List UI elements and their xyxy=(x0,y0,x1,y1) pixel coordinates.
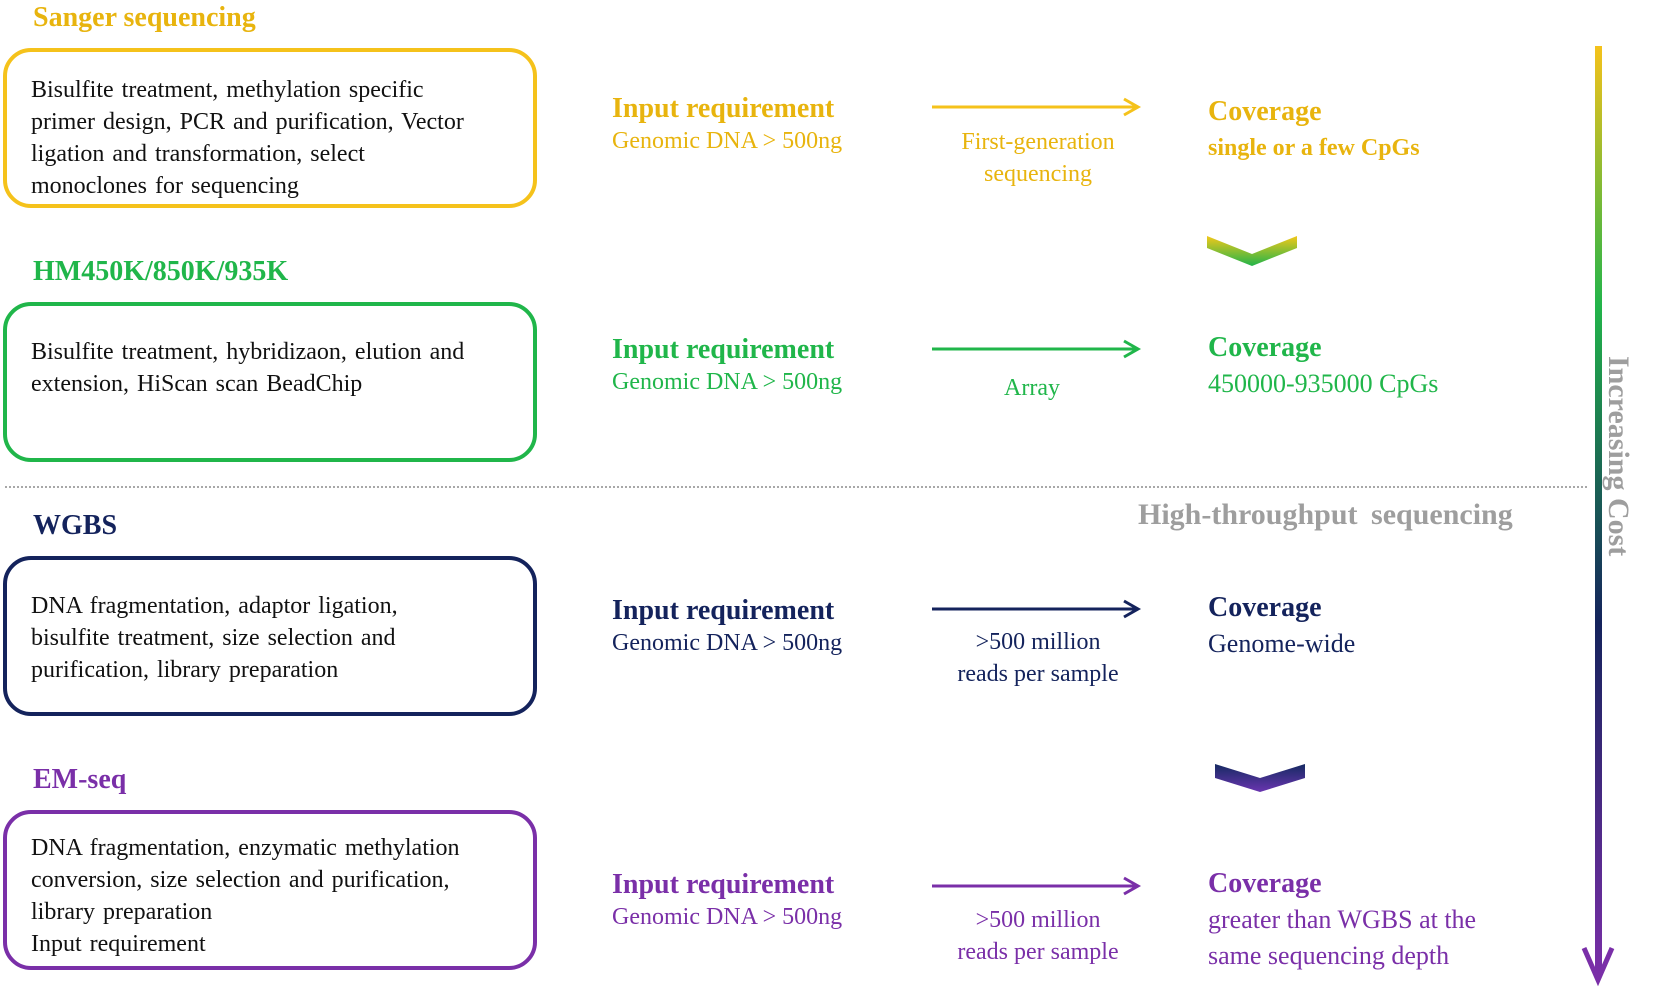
input-value: Genomic DNA > 500ng xyxy=(612,630,843,656)
input-title: Input requirement xyxy=(612,93,835,124)
coverage-emseq: Coverage greater than WGBS at the same s… xyxy=(1208,866,1476,974)
box-line: ligation and transformation, select xyxy=(31,141,365,167)
arrow-right-icon xyxy=(932,339,1142,359)
coverage-value: single or a few CpGs xyxy=(1208,135,1420,161)
coverage-sanger: Coverage single or a few CpGs xyxy=(1208,94,1420,166)
input-requirement-wgbs: Input requirement Genomic DNA > 500ng xyxy=(612,594,842,658)
coverage-title: Coverage xyxy=(1208,332,1322,363)
chevron-down-icon xyxy=(1207,236,1297,266)
input-requirement-emseq: Input requirement Genomic DNA > 500ng xyxy=(612,868,842,932)
input-requirement-sanger: Input requirement Genomic DNA > 500ng xyxy=(612,92,842,156)
increasing-cost-label: Increasing Cost xyxy=(1602,356,1635,557)
section-divider xyxy=(5,486,1587,488)
section-title-emseq: EM-seq xyxy=(33,764,127,795)
coverage-value: 450000-935000 CpGs xyxy=(1208,369,1439,398)
arrow-label-array: Array xyxy=(912,372,1152,404)
coverage-title: Coverage xyxy=(1208,96,1322,127)
input-requirement-array: Input requirement Genomic DNA > 500ng xyxy=(612,333,842,397)
high-throughput-label: High-throughput sequencing xyxy=(1138,498,1513,531)
box-line: conversion, size selection and purificat… xyxy=(31,867,450,893)
method-box-emseq: DNA fragmentation, enzymatic methylation… xyxy=(3,810,537,970)
box-line: extension, HiScan scan BeadChip xyxy=(31,371,363,397)
box-line: Input requirement xyxy=(31,931,206,957)
box-line: library preparation xyxy=(31,899,213,925)
box-line: DNA fragmentation, adaptor ligation, xyxy=(31,593,398,619)
method-box-array: Bisulfite treatment, hybridizaon, elutio… xyxy=(3,302,537,462)
arrow-label-line: >500 million xyxy=(975,629,1101,655)
arrow-label-line: >500 million xyxy=(975,907,1101,933)
arrow-label-wgbs: >500 million reads per sample xyxy=(918,626,1158,690)
coverage-title: Coverage xyxy=(1208,868,1322,899)
section-title-wgbs: WGBS xyxy=(33,510,118,541)
input-value: Genomic DNA > 500ng xyxy=(612,904,843,930)
arrow-label-emseq: >500 million reads per sample xyxy=(918,904,1158,968)
box-line: Bisulfite treatment, methylation specifi… xyxy=(31,77,424,103)
arrow-label-sanger: First-generation sequencing xyxy=(918,126,1158,190)
box-line: monoclones for sequencing xyxy=(31,173,299,199)
input-title: Input requirement xyxy=(612,334,835,365)
coverage-value: greater than WGBS at the xyxy=(1208,905,1477,934)
box-line: bisulfite treatment, size selection and xyxy=(31,625,396,651)
arrow-label-line: sequencing xyxy=(984,161,1092,187)
input-title: Input requirement xyxy=(612,869,835,900)
increasing-cost-arrow-icon xyxy=(1581,46,1615,987)
box-line: Bisulfite treatment, hybridizaon, elutio… xyxy=(31,339,465,365)
arrow-right-icon xyxy=(932,97,1142,117)
coverage-title: Coverage xyxy=(1208,592,1322,623)
section-title-array: HM450K/850K/935K xyxy=(33,256,289,287)
coverage-value: Genome-wide xyxy=(1208,629,1356,658)
method-box-sanger: Bisulfite treatment, methylation specifi… xyxy=(3,48,537,208)
arrow-label-line: First-generation xyxy=(961,129,1115,155)
method-box-wgbs: DNA fragmentation, adaptor ligation, bis… xyxy=(3,556,537,716)
coverage-wgbs: Coverage Genome-wide xyxy=(1208,590,1355,662)
box-line: purification, library preparation xyxy=(31,657,339,683)
section-title-sanger: Sanger sequencing xyxy=(33,2,256,33)
input-value: Genomic DNA > 500ng xyxy=(612,369,843,395)
input-title: Input requirement xyxy=(612,595,835,626)
box-line: primer design, PCR and purification, Vec… xyxy=(31,109,464,135)
coverage-array: Coverage 450000-935000 CpGs xyxy=(1208,330,1438,402)
arrow-right-icon xyxy=(932,876,1142,896)
arrow-label-line: reads per sample xyxy=(957,939,1119,965)
arrow-label-line: Array xyxy=(1004,375,1060,401)
arrow-right-icon xyxy=(932,599,1142,619)
chevron-down-icon xyxy=(1215,764,1305,792)
coverage-value: same sequencing depth xyxy=(1208,941,1450,970)
box-line: DNA fragmentation, enzymatic methylation xyxy=(31,835,460,861)
arrow-label-line: reads per sample xyxy=(957,661,1119,687)
input-value: Genomic DNA > 500ng xyxy=(612,128,843,154)
